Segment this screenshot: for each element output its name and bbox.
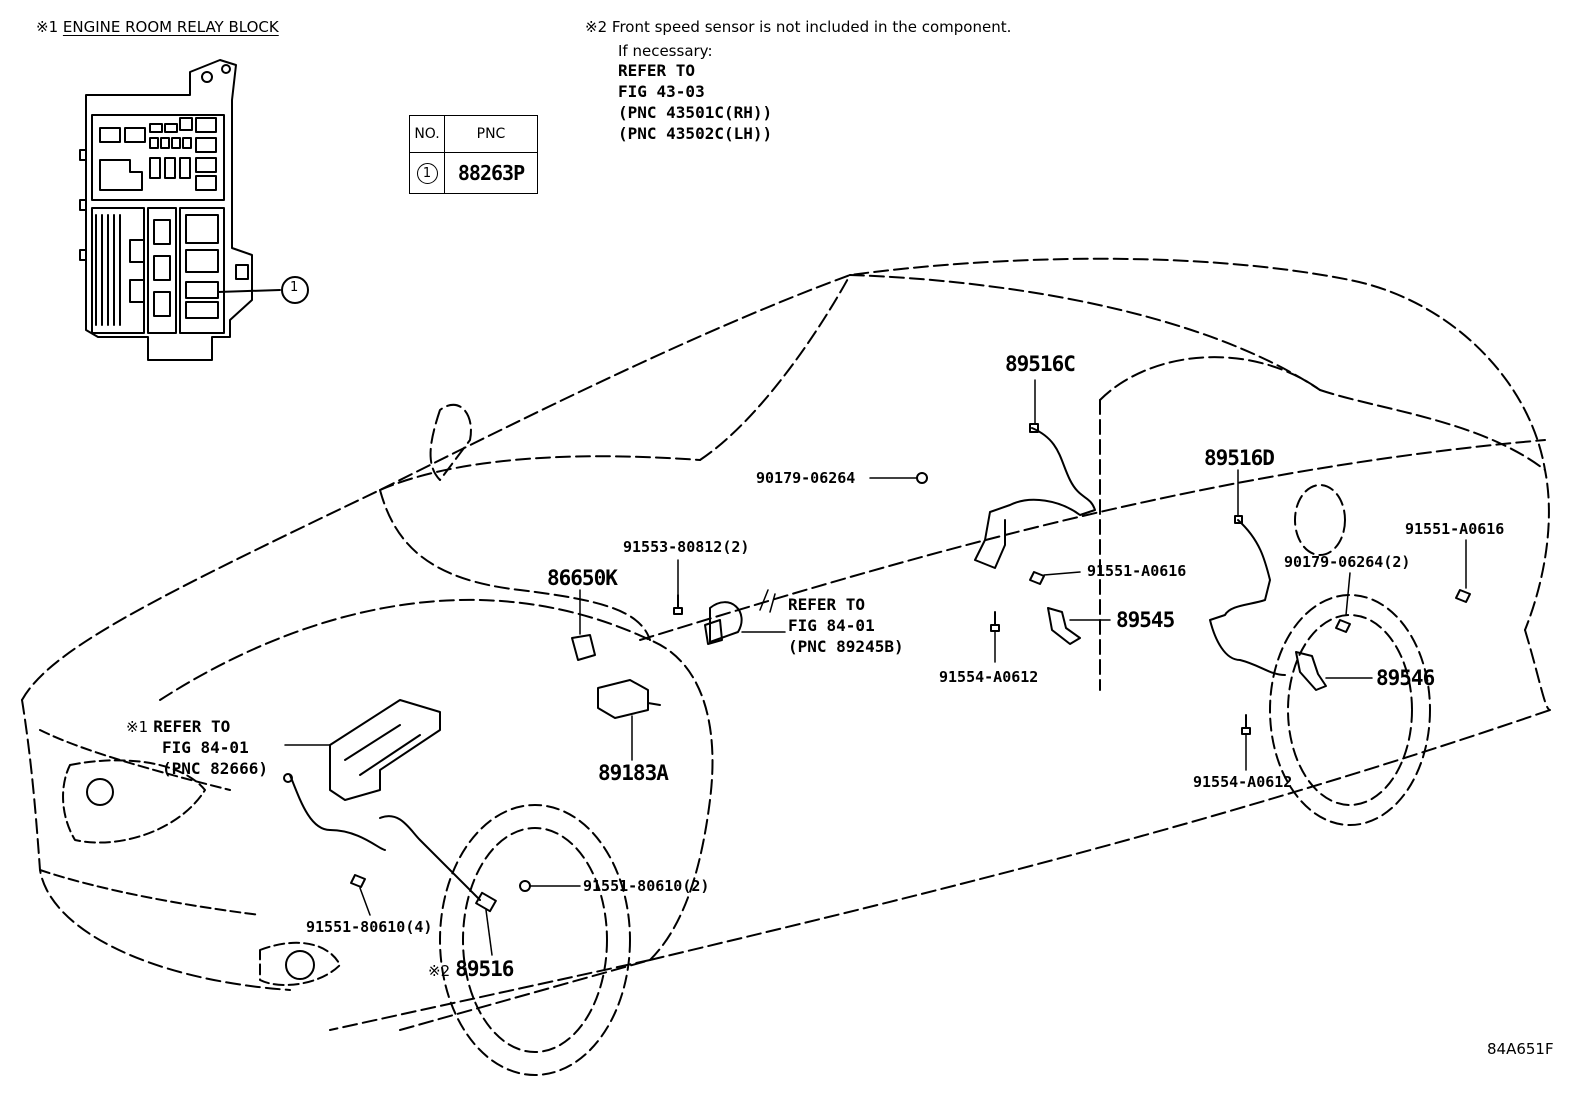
- car-outline: [21, 257, 1551, 1031]
- note2-line: (PNC 43502C(LH)): [618, 124, 773, 143]
- leader-lines: [284, 379, 1467, 956]
- callout-89545: 89545: [1116, 608, 1175, 632]
- callout-91554-A0612-rear: 91554-A0612: [1193, 773, 1293, 791]
- pnc-row-no-circle: 1: [416, 163, 438, 184]
- callout-89516: 89516: [455, 957, 514, 981]
- note2-line: REFER TO: [618, 61, 696, 80]
- wire-89516D: [1209, 515, 1286, 676]
- callout-91551-80610-2: 91551-80610(2): [583, 877, 710, 895]
- callout-91551-80610-4: 91551-80610(4): [306, 918, 433, 936]
- callout-circle-1: [281, 276, 309, 304]
- pnc-header-no: NO.: [409, 115, 445, 153]
- callout-91551-A0616-mid: 91551-A0616: [1087, 562, 1187, 580]
- callout-89516-group: ※2 89516: [428, 957, 514, 981]
- callout-89546: 89546: [1376, 666, 1435, 690]
- note2-text: Front speed sensor is not included in th…: [611, 18, 1012, 36]
- sensor-89546: [1295, 651, 1327, 691]
- relay-block-component: [329, 699, 441, 801]
- note2-line: FIG 43-03: [618, 82, 705, 101]
- sensor-89245B: [704, 601, 743, 645]
- note2-line: (PNC 43501C(RH)): [618, 103, 773, 122]
- note2-mark: ※2: [585, 18, 608, 36]
- pnc-table-header: NO. PNC: [409, 115, 538, 153]
- relay-block-title: ENGINE ROOM RELAY BLOCK: [62, 18, 279, 36]
- refer-relay-line: (PNC 82666): [162, 759, 268, 778]
- refer-airbag-line: REFER TO: [788, 595, 866, 614]
- refer-relay-mark: ※1: [126, 718, 149, 736]
- wheels: [439, 484, 1431, 1076]
- refer-airbag-line: (PNC 89245B): [788, 637, 904, 656]
- table-row: 1 88263P: [409, 152, 538, 194]
- note2-heading: ※2 Front speed sensor is not included in…: [585, 18, 1011, 36]
- callout-86650K: 86650K: [547, 566, 618, 590]
- relay-block-callout-number: 1: [290, 280, 299, 295]
- wire-89516: [283, 773, 497, 913]
- airbag-sensor-89183A: [597, 679, 661, 719]
- wire-89516C: [974, 423, 1096, 569]
- note2-reference: If necessary: REFER TO FIG 43-03 (PNC 43…: [618, 42, 772, 144]
- front-fascia: [39, 729, 341, 986]
- relay-block-heading: ※1 ENGINE ROOM RELAY BLOCK: [36, 18, 279, 36]
- sensor-89545: [1047, 607, 1081, 645]
- callout-89183A: 89183A: [598, 761, 669, 785]
- note2-line: If necessary:: [618, 42, 713, 60]
- relay-block-mark: ※1: [36, 18, 59, 36]
- pnc-header-pnc: PNC: [444, 115, 538, 153]
- pnc-table: NO. PNC 1 88263P: [409, 115, 538, 194]
- pnc-row-value: 88263P: [444, 152, 538, 194]
- callout-91554-A0612-mid: 91554-A0612: [939, 668, 1039, 686]
- refer-relay-line: FIG 84-01: [162, 738, 249, 757]
- bolts: [350, 472, 1471, 892]
- callout-89516D: 89516D: [1204, 446, 1275, 470]
- refer-relay-line: REFER TO: [153, 717, 231, 736]
- relay-block-illustration: [79, 59, 309, 361]
- refer-airbag-note: REFER TO FIG 84-01 (PNC 89245B): [788, 594, 904, 657]
- callout-90179-06264: 90179-06264: [756, 469, 856, 487]
- callout-91551-A0616-right: 91551-A0616: [1405, 520, 1505, 538]
- refer-airbag-line: FIG 84-01: [788, 616, 875, 635]
- callout-90179-06264-2: 90179-06264(2): [1284, 553, 1411, 571]
- callout-91553-80812: 91553-80812(2): [623, 538, 750, 556]
- callout-89516C: 89516C: [1005, 352, 1076, 376]
- callout-89516-mark: ※2: [428, 962, 451, 980]
- refer-relay-note: ※1 REFER TO FIG 84-01 (PNC 82666): [126, 716, 268, 779]
- sensor-86650K: [571, 634, 596, 661]
- figure-id: 84A651F: [1487, 1040, 1554, 1058]
- pnc-row-no: 1: [409, 152, 445, 194]
